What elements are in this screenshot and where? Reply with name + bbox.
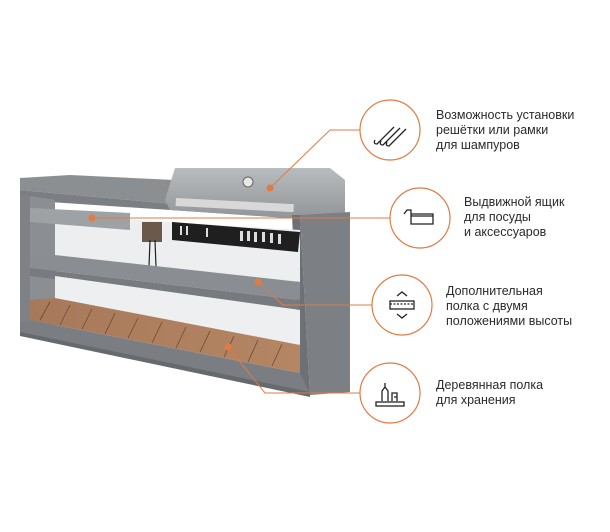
adjustable-shelf-icon-circle [371,274,433,336]
callout-dots [88,184,274,351]
wooden-shelf [30,298,300,373]
callout-lines [92,129,390,394]
label-line: полка с двумя [446,299,528,313]
grill-lid [165,168,345,222]
adjustable-shelf-icon [389,291,415,319]
label-line: для хранения [436,393,516,407]
label-line: Возможность установки [436,108,575,122]
feature-label-shelf: Дополнительная полка с двумя положениями… [446,284,572,329]
label-line: Дополнительная [446,284,543,298]
wooden-shelf-icon-circle [359,362,421,424]
skewers-icon [373,126,407,147]
drawer-icon-circle [389,187,451,249]
label-line: для посуды [464,210,531,224]
drawer [30,208,130,230]
feature-label-wooden-shelf: Деревянная полка для хранения [436,378,543,408]
feature-label-skewers: Возможность установки решётки или рамки … [436,108,574,153]
label-line: для шампуров [436,138,520,152]
control-panel [172,222,300,252]
label-line: решётки или рамки [436,123,549,137]
label-line: положениями высоты [446,314,573,328]
label-line: Выдвижной ящик [464,195,565,209]
label-line: и аксессуаров [464,225,547,239]
grill-cabinet [20,168,350,397]
feature-label-drawer: Выдвижной ящик для посуды и аксессуаров [464,195,564,240]
middle-shelf [30,255,300,300]
skewers-icon-circle [359,99,421,161]
drawer-icon [403,209,434,225]
wooden-shelf-icon [375,383,405,407]
label-line: Деревянная полка [436,378,544,392]
